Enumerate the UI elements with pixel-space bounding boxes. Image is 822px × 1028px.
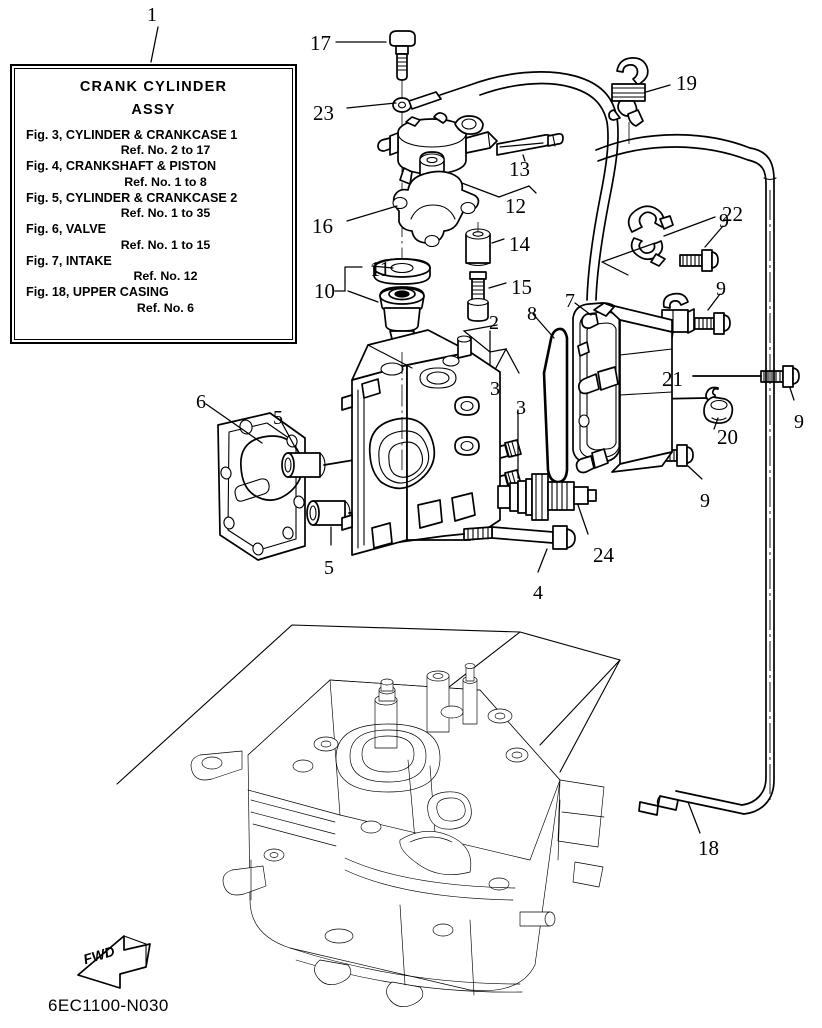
part-19-clamp-holder bbox=[608, 57, 671, 148]
callout-13-hose-joint-nipple: 13 bbox=[509, 157, 530, 181]
callout-3-dowel-bolt: 3 bbox=[516, 397, 526, 419]
legend-title-line-1: CRANK CYLINDER bbox=[79, 79, 228, 95]
legend-entry-fig: Fig. 7, INTAKE bbox=[26, 253, 112, 268]
callout-24-spark-plug: 24 bbox=[593, 543, 614, 567]
legend-entry: Fig. 7, INTAKE Ref. No. 12 bbox=[21, 254, 286, 284]
part-8-cover-seal bbox=[532, 313, 569, 484]
callout-19-hose-clamp-holder: 19 bbox=[676, 71, 697, 95]
part-15-bolt bbox=[467, 271, 507, 322]
callout-2-bracket: 2 bbox=[489, 312, 499, 334]
callout-21-hose-clamp: 21 bbox=[662, 367, 683, 391]
callout-8-cover-seal-oring: 8 bbox=[527, 303, 537, 325]
part-16-gasket bbox=[346, 170, 480, 248]
part-7-head-cover bbox=[572, 302, 673, 474]
part-17-bolt bbox=[335, 30, 416, 81]
callout-9-bolt: 9 bbox=[700, 490, 710, 512]
legend-entry-fig: Fig. 5, CYLINDER & CRANKCASE 2 bbox=[26, 190, 238, 205]
callout-9-bolt: 9 bbox=[716, 278, 726, 300]
callout-16-thermostat-gasket: 16 bbox=[312, 214, 333, 238]
legend-entry-ref: Ref. No. 6 bbox=[136, 300, 195, 315]
legend-entry-fig: Fig. 18, UPPER CASING bbox=[26, 285, 169, 300]
cylinder-head-casting bbox=[341, 329, 501, 556]
legend-entry-ref: Ref. No. 2 to 17 bbox=[120, 143, 211, 158]
leader-1 bbox=[150, 26, 159, 63]
callout-20-hose-holder-bracket: 20 bbox=[717, 425, 738, 449]
callout-5-dowel-pin: 5 bbox=[324, 557, 334, 579]
callout-1-crank-cylinder-assy: 1 bbox=[147, 4, 157, 26]
callout-23-wire-eyelet-terminal: 23 bbox=[313, 101, 334, 125]
part-18-hose-end bbox=[638, 790, 745, 834]
part-5-dowel-pin-a bbox=[281, 422, 355, 489]
part-code-label: 6EC1100-N030 bbox=[48, 996, 169, 1015]
fwd-arrow-icon bbox=[77, 935, 151, 989]
callout-9-bolt: 9 bbox=[794, 411, 804, 433]
hose-upper bbox=[469, 71, 619, 301]
legend-entry-ref: Ref. No. 1 to 8 bbox=[124, 174, 207, 189]
callout-22-hose-clip: 22 bbox=[722, 202, 743, 226]
callout-10-thermostat: 10 bbox=[314, 279, 335, 303]
part-6-head-gasket bbox=[205, 403, 306, 561]
callout-5-dowel-pin: 5 bbox=[273, 407, 283, 429]
part-9-bolt-a bbox=[679, 225, 724, 272]
legend-entry-fig: Fig. 6, VALVE bbox=[26, 222, 107, 237]
callout-6-cylinder-head-gasket: 6 bbox=[196, 391, 206, 413]
part-4-head-bolt bbox=[399, 525, 576, 573]
legend-entry: Fig. 5, CYLINDER & CRANKCASE 2 Ref. No. … bbox=[21, 191, 286, 221]
callout-17-bolt: 17 bbox=[310, 31, 331, 55]
callout-15-bolt: 15 bbox=[511, 275, 532, 299]
legend-entry: Fig. 4, CRANKSHAFT & PISTON Ref. No. 1 t… bbox=[21, 159, 286, 189]
part-11-washer bbox=[371, 258, 431, 285]
callout-9-bolt: 9 bbox=[719, 210, 729, 232]
callout-14-collar-spacer: 14 bbox=[509, 232, 530, 256]
part-14-collar bbox=[465, 222, 505, 267]
part-9-bolt-b bbox=[691, 293, 731, 335]
legend-entry: Fig. 6, VALVE Ref. No. 1 to 15 bbox=[21, 222, 286, 252]
callout-7-cylinder-head-cover: 7 bbox=[565, 290, 575, 312]
callout-11-washer: 11 bbox=[370, 257, 391, 281]
legend-title-line-2: ASSY bbox=[131, 102, 176, 118]
legend-entry-ref: Ref. No. 1 to 35 bbox=[120, 206, 211, 221]
crankcase-assembly-reference bbox=[116, 624, 621, 1008]
callout-3-dowel-bolt: 3 bbox=[490, 378, 500, 400]
legend-entry: Fig. 18, UPPER CASING Ref. No. 6 bbox=[21, 285, 286, 315]
legend-box: CRANK CYLINDER ASSY Fig. 3, CYLINDER & C… bbox=[10, 64, 297, 344]
legend-entry: Fig. 3, CYLINDER & CRANKCASE 1 Ref. No. … bbox=[21, 128, 286, 158]
legend-entry-fig: Fig. 3, CYLINDER & CRANKCASE 1 bbox=[26, 128, 238, 142]
legend-entry-ref: Ref. No. 12 bbox=[133, 269, 198, 284]
hose-long-right bbox=[595, 133, 777, 815]
legend-entry-fig: Fig. 4, CRANKSHAFT & PISTON bbox=[26, 159, 217, 174]
part-9-bolt-c bbox=[692, 365, 800, 401]
part-24-spark-plug bbox=[497, 473, 597, 535]
legend-entry-ref: Ref. No. 1 to 15 bbox=[120, 237, 211, 252]
callout-12-thermostat-cover: 12 bbox=[505, 194, 526, 218]
callout-18-water-hose: 18 bbox=[698, 836, 719, 860]
part-13-hose-joint bbox=[496, 132, 564, 162]
callout-4-cylinder-head-bolt: 4 bbox=[533, 582, 543, 604]
part-10-thermostat bbox=[334, 266, 425, 349]
part-23-eyelet-terminal bbox=[346, 84, 471, 113]
part-22-hose-clip bbox=[601, 205, 716, 276]
